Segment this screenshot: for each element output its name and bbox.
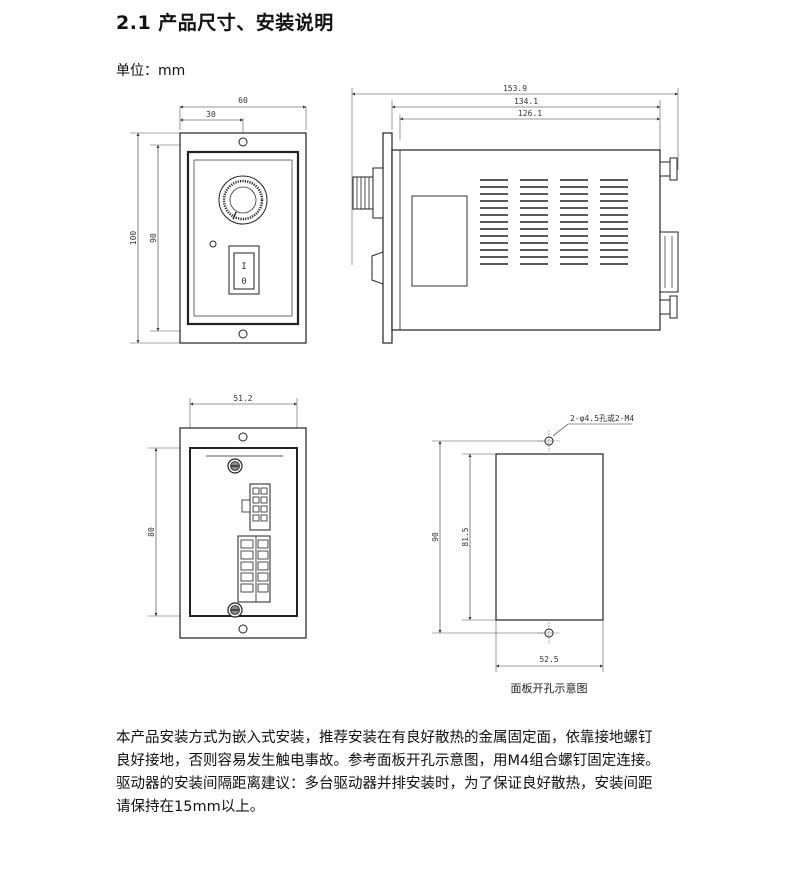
cutout-dim-cut-width: 52.5 — [539, 655, 558, 664]
side-view: 153.9 134.1 126.1 — [351, 84, 679, 344]
switch-off-mark: 0 — [241, 277, 246, 287]
panel-cutout-view: 2-φ4.5孔或2-M4 90 81.5 52.5 面板开孔示意图 — [431, 413, 634, 695]
installation-paragraph: 本产品安装方式为嵌入式安装，推荐安装在有良好散热的金属固定面，依靠接地螺钉 良好… — [116, 727, 726, 819]
rear-dim-width: 51.2 — [233, 394, 252, 403]
section-heading: 2.1 产品尺寸、安装说明 — [116, 12, 334, 34]
switch-on-mark: I — [241, 262, 246, 272]
front-dim-inner-height: 90 — [149, 233, 158, 243]
cutout-dim-cut-height: 81.5 — [461, 527, 470, 546]
front-dim-width: 60 — [238, 96, 248, 105]
paragraph-line-2: 良好接地，否则容易发生触电事故。参考面板开孔示意图，用M4组合螺钉固定连接。 — [116, 753, 660, 769]
front-dim-height: 100 — [129, 231, 138, 246]
paragraph-line-4: 请保持在15mm以上。 — [116, 799, 265, 815]
vent-slots — [480, 179, 629, 265]
cutout-caption: 面板开孔示意图 — [511, 681, 588, 695]
paragraph-line-3: 驱动器的安装间隔距离建议：多台驱动器并排安装时，为了保证良好散热，安装间距 — [116, 776, 653, 792]
rear-view: 51.2 80 — [147, 394, 307, 639]
side-dim-housing: 126.1 — [518, 109, 542, 118]
hole-note: 2-φ4.5孔或2-M4 — [570, 413, 634, 423]
rear-dim-height: 80 — [147, 527, 156, 537]
unit-label: 单位：mm — [116, 63, 186, 79]
front-view: 60 30 100 90 I 0 — [129, 96, 307, 344]
side-dim-overall: 153.9 — [503, 84, 527, 93]
side-dim-body: 134.1 — [514, 97, 538, 106]
front-dim-half-width: 30 — [206, 110, 216, 119]
paragraph-line-1: 本产品安装方式为嵌入式安装，推荐安装在有良好散热的金属固定面，依靠接地螺钉 — [116, 730, 653, 746]
cutout-dim-outer-height: 90 — [431, 532, 440, 542]
